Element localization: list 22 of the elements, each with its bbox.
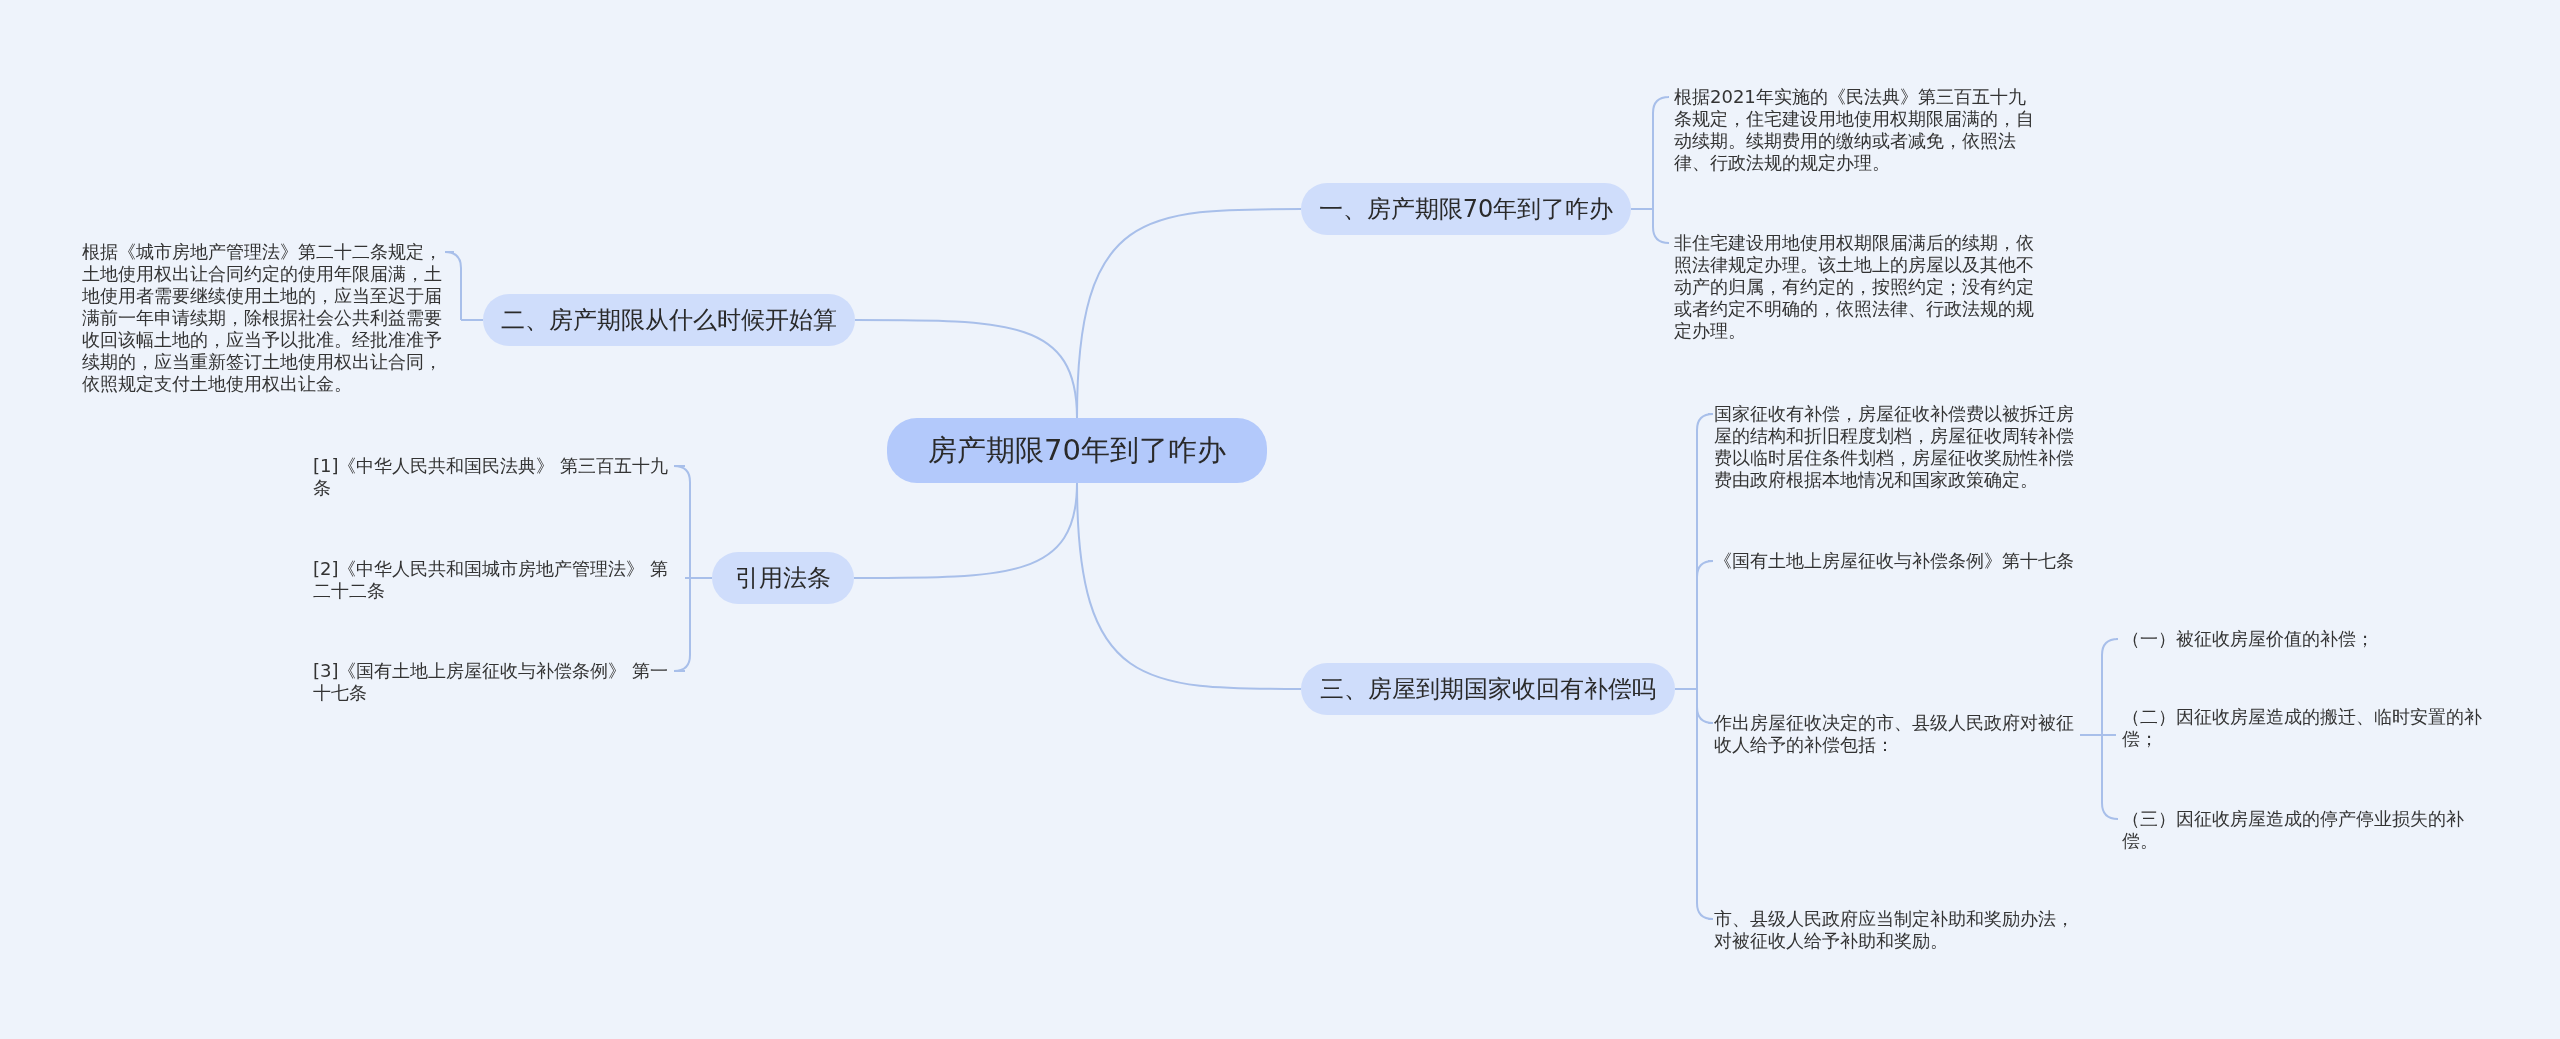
note-text: 作出房屋征收决定的市、县级人民政府对被征收人给予的补偿包括： [1714,712,2080,758]
note-text: [1]《中华人民共和国民法典》 第三百五十九条 [313,455,679,501]
note-text: 根据2021年实施的《民法典》第三百五十九条规定，住宅建设用地使用权期限届满的，自动续期。续期费用的缴纳或者减免，依照法律、行政法规的规定办理。 [1674,86,2040,176]
connector-line [1630,208,1670,244]
central-topic: 房产期限70年到了咋办 [887,418,1267,483]
connector-line [1674,688,1714,920]
note-text: 《国有土地上房屋征收与补偿条例》第十七条 [1714,550,2080,574]
note-text: （三）因征收房屋造成的停产停业损失的补偿。 [2122,808,2488,854]
topic-pill: 引用法条 [712,552,854,604]
topic-pill: 一、房产期限70年到了咋办 [1301,183,1631,235]
topic-pill: 三、房屋到期国家收回有补偿吗 [1301,663,1675,715]
connector-line [444,251,484,321]
note-text: 市、县级人民政府应当制定补助和奖励办法，对被征收人给予补助和奖励。 [1714,908,2080,954]
note-text: 根据《城市房地产管理法》第二十二条规定，土地使用权出让合同约定的使用年限届满，土地使用者需要继续使用土地的，应当至迟于届满前一年申请续期，除根据社会公共利益需要收回该幅土地的，应当予以批准。经批准准予续期的，应当重新签订土地使用权出让合同，依照规定支付土地使用权出让金。 [82,241,448,401]
note-text: 非住宅建设用地使用权期限届满后的续期，依照法律规定办理。该土地上的房屋以及其他不动产的归属，有约定的，按照约定；没有约定或者约定不明确的，依照法律、行政法规的规定办理。 [1674,232,2040,344]
connector-line [2079,734,2119,820]
note-text: （二）因征收房屋造成的搬迁、临时安置的补偿； [2122,706,2488,752]
note-text: （一）被征收房屋价值的补偿； [2122,628,2488,652]
note-text: [2]《中华人民共和国城市房地产管理法》 第二十二条 [313,558,679,604]
topic-pill: 二、房产期限从什么时候开始算 [483,294,855,346]
note-text: [3]《国有土地上房屋征收与补偿条例》 第一十七条 [313,660,679,706]
note-text: 国家征收有补偿，房屋征收补偿费以被拆迁房屋的结构和折旧程度划档，房屋征收周转补偿费以临时居住条件划档，房屋征收奖励性补偿费由政府根据本地情况和国家政策确定。 [1714,403,2080,493]
